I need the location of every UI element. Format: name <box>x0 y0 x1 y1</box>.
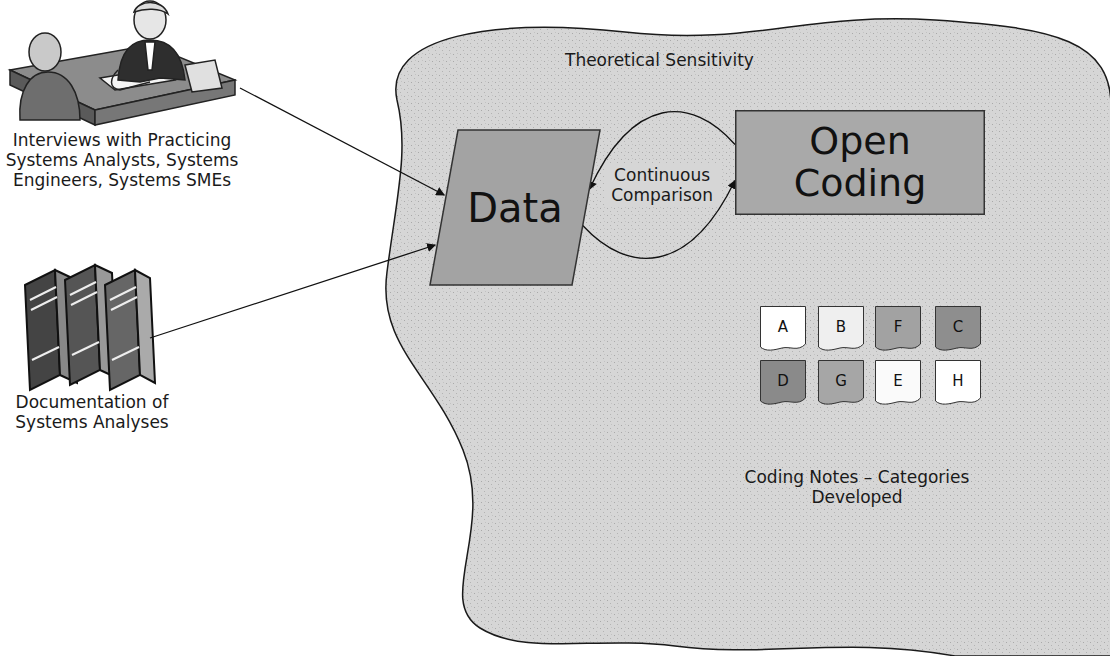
note-letter: C <box>953 319 963 336</box>
note-outline <box>819 307 864 351</box>
note-outline <box>876 361 921 405</box>
box-title: Data <box>467 186 563 230</box>
note-outline <box>761 307 806 351</box>
coding-note: D <box>760 360 806 406</box>
connector-layer <box>375 10 1110 656</box>
region-title: Theoretical Sensitivity <box>565 50 754 70</box>
caption-label: Documentation of Systems Analyses <box>2 392 182 432</box>
caption-label: Interviews with Practicing Systems Analy… <box>2 130 242 190</box>
note-letter: H <box>952 373 963 390</box>
coding-note: E <box>875 360 921 406</box>
note-letter: A <box>778 319 788 336</box>
coding-note: A <box>760 306 806 352</box>
note-outline <box>936 361 981 405</box>
note-letter: D <box>777 373 789 390</box>
coding-note: G <box>818 360 864 406</box>
note-letter: F <box>894 319 903 336</box>
coding-note: C <box>935 306 981 352</box>
region-outline <box>386 19 1110 656</box>
note-letter: E <box>893 373 902 390</box>
coding-note: F <box>875 306 921 352</box>
note-outline <box>761 361 806 405</box>
region-blob: Theoretical SensitivityData Open CodingA B… <box>375 10 1110 656</box>
note-letter: B <box>836 319 846 336</box>
interview-illustration <box>10 1 235 125</box>
caption-label: Coding Notes – Categories Developed <box>737 467 977 507</box>
note-outline <box>819 361 864 405</box>
source-arrow <box>240 88 444 195</box>
edge-label: Continuous Comparison <box>604 164 720 206</box>
parallelogram-outline <box>430 130 600 285</box>
coding-note: H <box>935 360 981 406</box>
source-arrow <box>150 245 435 338</box>
data-parallelogram: Data <box>430 130 600 285</box>
box-outline <box>736 111 985 215</box>
note-outline <box>876 307 921 351</box>
note-outline <box>936 307 981 351</box>
process-box: Open Coding <box>735 110 985 215</box>
coding-note: B <box>818 306 864 352</box>
box-title: Open Coding <box>775 121 945 205</box>
node-outline <box>375 10 1110 656</box>
books-illustration <box>25 265 155 390</box>
note-letter: G <box>835 373 847 390</box>
